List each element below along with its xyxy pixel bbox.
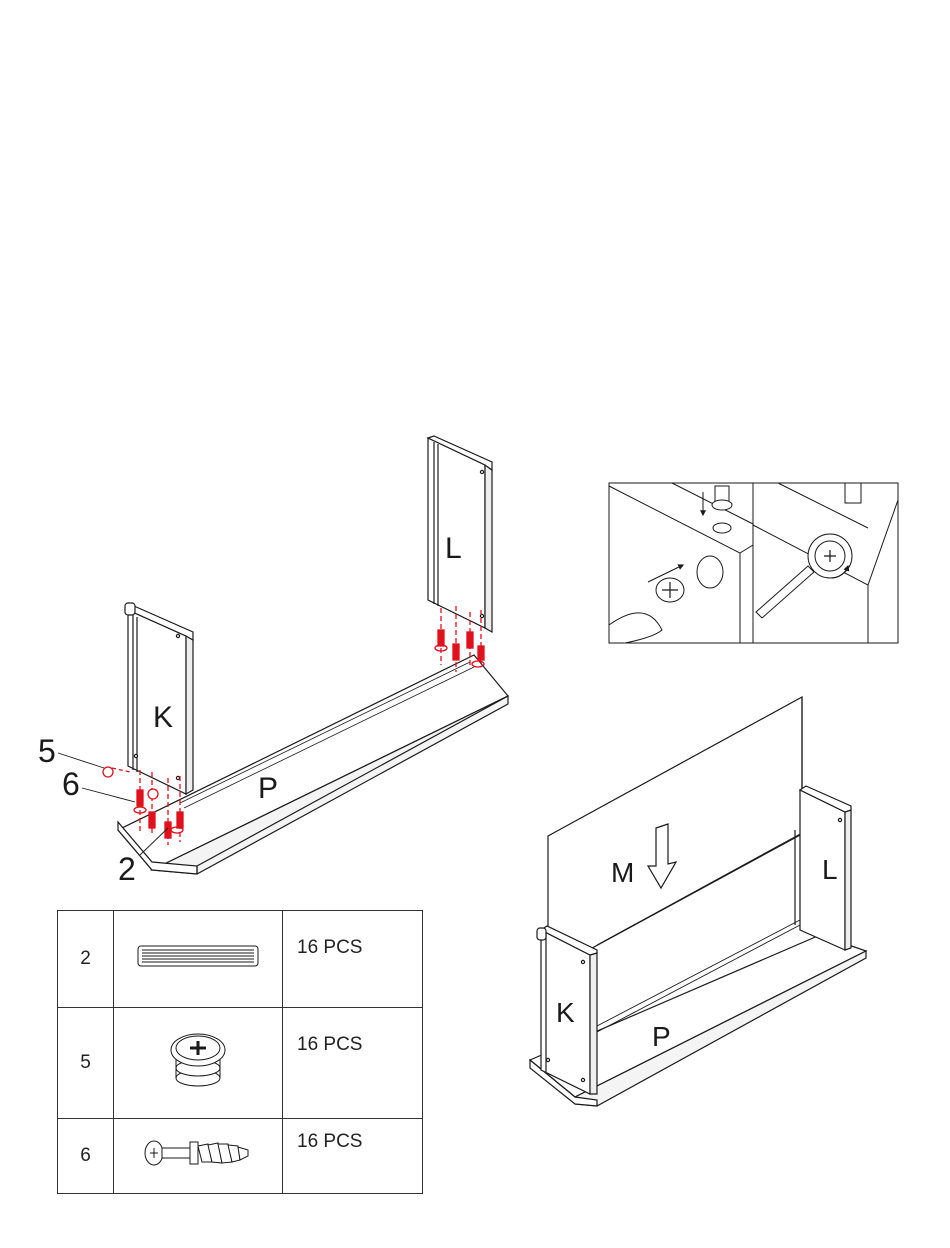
parts-row: 6 16 PCS — [58, 1119, 423, 1194]
part-quantity: 16 PCS — [283, 1008, 423, 1119]
panel-l-label: L — [445, 532, 462, 565]
part-number: 2 — [58, 911, 114, 1008]
part-picture-cell — [114, 1008, 283, 1119]
detail-inset — [609, 483, 898, 643]
cam-lock-nut-icon — [168, 1028, 228, 1092]
callout-2-label: 2 — [118, 851, 136, 887]
part-quantity: 16 PCS — [283, 911, 423, 1008]
assembled-panel-l-label: L — [822, 854, 838, 885]
panel-k-label: K — [153, 701, 173, 734]
part-quantity: 16 PCS — [283, 1119, 423, 1194]
back-panel-m — [548, 697, 802, 972]
panel-p-label: P — [258, 772, 278, 805]
callout-6-label: 6 — [62, 766, 80, 802]
assembled-panel-p-label: P — [652, 1021, 671, 1052]
side-panel-k — [125, 603, 193, 794]
part-number: 5 — [58, 1008, 114, 1119]
part-picture-cell — [114, 911, 283, 1008]
part-number: 6 — [58, 1119, 114, 1194]
callout-5-label: 5 — [38, 733, 56, 769]
assembled-panel-m-label: M — [611, 857, 634, 888]
assembled-panel-k-label: K — [556, 997, 575, 1028]
part-picture-cell — [114, 1119, 283, 1194]
parts-table: 2 16 PCS 5 — [57, 910, 423, 1194]
parts-row: 2 16 PCS — [58, 911, 423, 1008]
assembled-view — [530, 697, 866, 1106]
cam-bolt-icon — [142, 1138, 254, 1168]
exploded-view — [58, 436, 508, 874]
parts-row: 5 16 PCS — [58, 1008, 423, 1119]
wooden-dowel-icon — [136, 944, 260, 968]
